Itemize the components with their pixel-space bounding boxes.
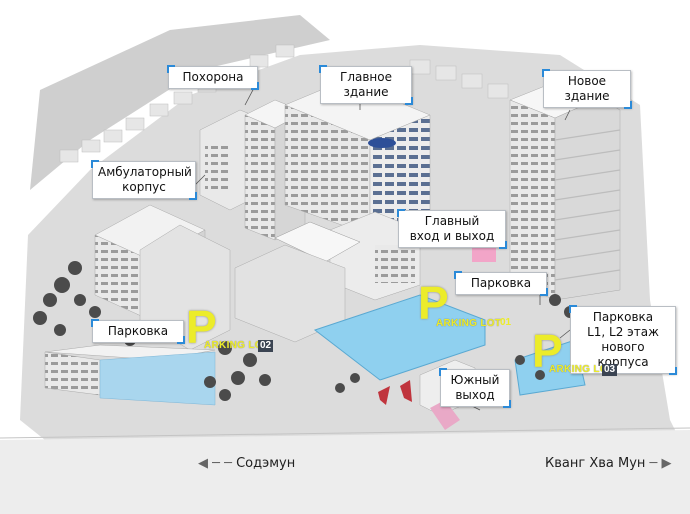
label-south-exit-line2: выход xyxy=(455,388,495,402)
label-main-building-line1: Главное xyxy=(340,70,392,84)
arrow-right-icon: ─ ▶ xyxy=(649,456,672,471)
label-main-entrance-line2: вход и выход xyxy=(409,229,495,243)
road-surface xyxy=(0,430,690,514)
parking-lot-01-letter: P xyxy=(418,277,449,329)
exit-arrows xyxy=(378,380,412,405)
road-line xyxy=(0,427,690,439)
label-parking-new-line2: L1, L2 этаж xyxy=(587,325,659,339)
label-parking-right: Парковка xyxy=(454,271,548,296)
label-main-entrance-line1: Главный xyxy=(424,214,480,228)
road-label-left: ◀ ─ ─ Содэмун xyxy=(198,456,295,471)
label-south-exit: Южный выход xyxy=(439,368,511,408)
label-main-building-line2: здание xyxy=(343,85,389,99)
new-building-balconies xyxy=(554,129,621,281)
label-main-building: Главное здание xyxy=(319,65,413,105)
parking-lot-01-marker: P ARKING LOT 01 xyxy=(418,277,511,332)
road-label-right-text: Кванг Хва Мун xyxy=(545,456,646,471)
road-label-right: Кванг Хва Мун ─ ▶ xyxy=(545,456,672,471)
label-south-exit-line1: Южный xyxy=(450,373,500,387)
center-tower-front xyxy=(244,114,276,241)
parking-area-03 xyxy=(514,339,586,396)
parking-lot-03-letter: P xyxy=(532,325,563,377)
parking-lot-02-text: ARKING LOT xyxy=(204,340,270,351)
arrow-left-icon: ◀ ─ ─ xyxy=(198,456,232,471)
entrance-building-windows xyxy=(375,245,415,283)
label-new-building-line2: здание xyxy=(564,89,610,103)
glass-block-blue xyxy=(99,351,216,406)
parking-lot-03-number: 03 xyxy=(602,364,618,376)
label-parking-left-text: Парковка xyxy=(107,324,169,338)
parking-lot-01-text: ARKING LOT xyxy=(436,318,502,329)
label-parking-new: Парковка L1, L2 этаж нового корпуса xyxy=(569,305,677,375)
samsung-logo xyxy=(368,138,396,148)
label-outpatient: Амбулаторный корпус xyxy=(91,160,197,200)
parking-area-01 xyxy=(313,294,486,381)
parking-lot-03-marker: P ARKING LOT 03 xyxy=(532,328,622,380)
label-parking-right-text: Парковка xyxy=(470,276,532,290)
label-funeral-hall: Похорона xyxy=(167,65,259,90)
parking-lot-02-marker: P ARKING LOT 02 xyxy=(186,304,276,356)
parking-lot-03-text: ARKING LOT xyxy=(549,364,615,375)
label-funeral-hall-text: Похорона xyxy=(182,70,244,84)
road-label-left-text: Содэмун xyxy=(236,456,296,471)
parking-lot-02-letter: P xyxy=(186,301,217,353)
parking-lot-02-number: 02 xyxy=(258,340,274,352)
label-new-building: Новое здание xyxy=(542,69,632,109)
south-exit-marker xyxy=(430,400,460,430)
label-main-entrance: Главный вход и выход xyxy=(397,209,507,249)
label-outpatient-line2: корпус xyxy=(122,180,166,194)
label-new-building-line1: Новое xyxy=(567,74,607,88)
funeral-hall-windows xyxy=(205,145,230,190)
parking-lot-01-number: 01 xyxy=(500,317,512,328)
label-parking-new-line1: Парковка xyxy=(592,310,654,324)
label-parking-left: Парковка xyxy=(91,319,185,344)
label-outpatient-line1: Амбулаторный xyxy=(98,165,192,179)
new-building-front xyxy=(509,99,556,301)
pink-kiosk xyxy=(472,246,496,262)
surrounding-blocks xyxy=(30,15,330,190)
